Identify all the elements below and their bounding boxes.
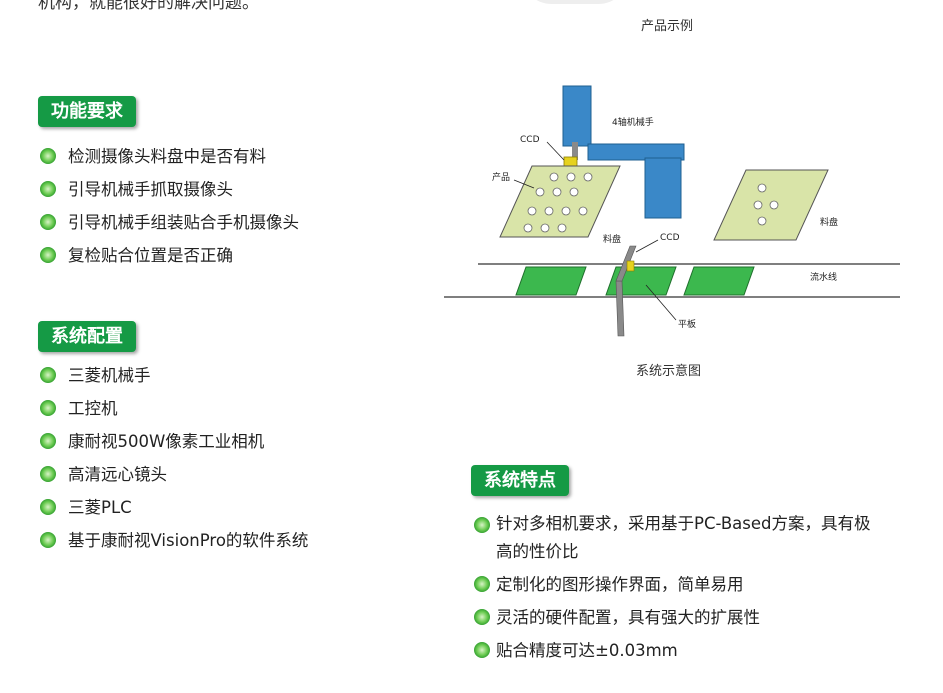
bullet-icon [474, 517, 490, 533]
tray-right-label: 料盘 [820, 216, 838, 228]
bullet-icon [40, 214, 56, 230]
product-caption: 产品示例 [641, 19, 694, 34]
bullet-icon [40, 367, 56, 383]
bullet-icon [40, 400, 56, 416]
top-text-fragment: 机构，就能很好的解决问题。 [38, 0, 259, 13]
plate-1 [515, 266, 587, 296]
product-label: 产品 [492, 171, 510, 183]
tray-right-holes [753, 183, 779, 226]
robot-label: 4轴机械手 [612, 116, 654, 128]
tray-left-label: 料盘 [603, 233, 621, 245]
bullet-icon [40, 433, 56, 449]
robot-arm-beam [587, 143, 685, 161]
bullet-icon [40, 148, 56, 164]
robot-arm-shaft [572, 142, 578, 160]
ccd-top-label: CCD [520, 135, 540, 145]
plate-label: 平板 [678, 318, 696, 330]
ccd-camera-bottom [626, 260, 635, 272]
robot-arm-column [562, 85, 592, 147]
bullet-icon [40, 532, 56, 548]
bullet-icon [40, 466, 56, 482]
bullet-icon [40, 499, 56, 515]
ccd-arm-diagonal [615, 245, 637, 282]
function-section-title: 功能要求 [38, 96, 136, 127]
robot-arm-joint [644, 157, 682, 219]
plate-leader-line [645, 284, 677, 321]
tray-left [499, 165, 621, 238]
conveyor-label: 流水线 [810, 271, 837, 283]
bullet-icon [40, 181, 56, 197]
bullet-icon [474, 609, 490, 625]
ccd-bottom-leader-line [635, 239, 659, 253]
features-section-title: 系统特点 [471, 465, 569, 496]
bullet-icon [40, 247, 56, 263]
bullet-icon [474, 642, 490, 658]
system-diagram: CCD 4轴机械手 产品 料盘 料盘 CCD 流水线 [440, 80, 910, 350]
tray-left-holes [523, 172, 593, 233]
ccd-top-leader-line [546, 141, 565, 161]
diagram-caption: 系统示意图 [636, 364, 702, 379]
product-image-edge [520, 0, 630, 4]
system-diagram-svg: CCD 4轴机械手 产品 料盘 料盘 CCD 流水线 [444, 85, 900, 337]
plate-3 [683, 266, 755, 296]
ccd-bottom-label: CCD [660, 233, 680, 243]
product-leader-line [513, 179, 535, 189]
config-section-title: 系统配置 [38, 321, 136, 352]
bullet-icon [474, 576, 490, 592]
